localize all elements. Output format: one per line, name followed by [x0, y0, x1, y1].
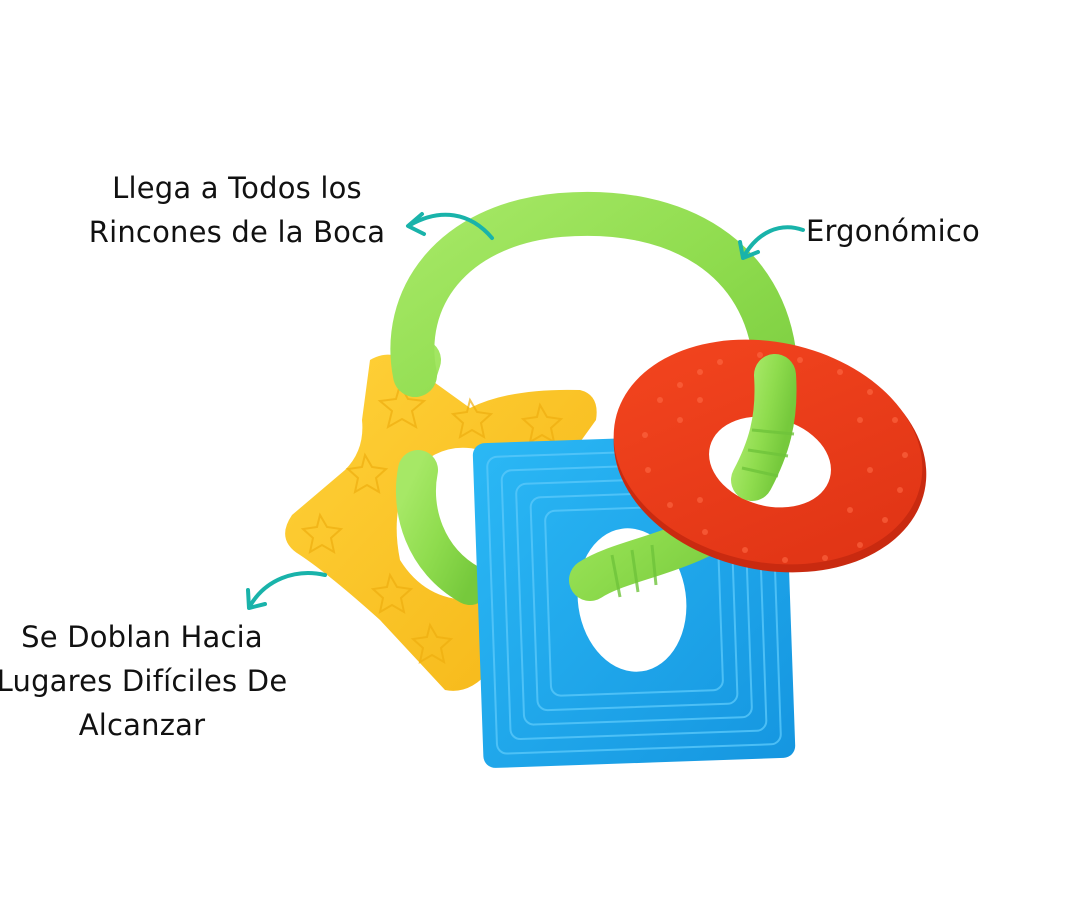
callout-reaches-all-corners: Llega a Todos los Rincones de la Boca [76, 166, 398, 254]
callout-line: Alcanzar [78, 708, 206, 742]
callout-line: Lugares Difíciles De [0, 664, 288, 698]
callout-ergonomic: Ergonómico [806, 209, 980, 253]
callout-line: Llega a Todos los [112, 171, 362, 205]
green-ring-front-through-donut [731, 354, 797, 501]
callout-line: Ergonómico [806, 214, 981, 248]
callout-line: Rincones de la Boca [88, 215, 386, 249]
callout-line: Se Doblan Hacia [21, 620, 263, 654]
callout-bends-to-hard-places: Se Doblan Hacia Lugares Difíciles De Alc… [0, 615, 306, 747]
green-ring-through-star [395, 450, 490, 605]
